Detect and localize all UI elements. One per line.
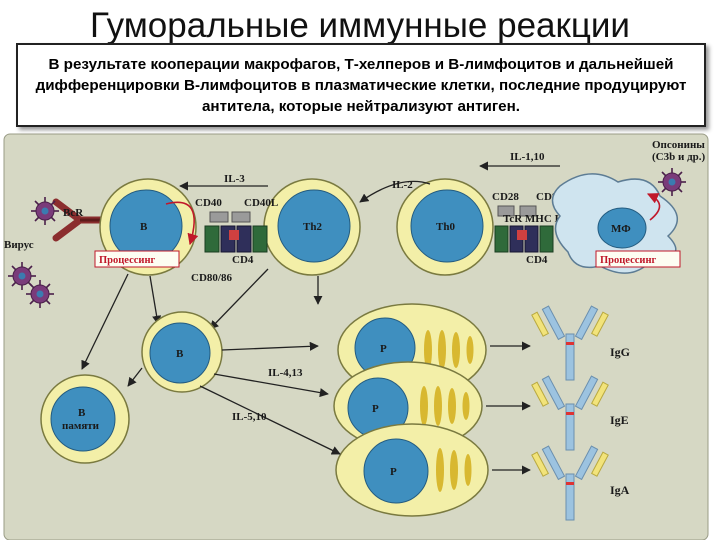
antibody-label: IgG xyxy=(610,345,630,359)
virus-icon xyxy=(25,279,55,309)
plasma-cell-2-label: P xyxy=(372,403,379,415)
il5-10-label: IL-5,10 xyxy=(232,411,267,423)
il2-label: IL-2 xyxy=(392,179,413,191)
macrophage-label: МФ xyxy=(611,223,631,235)
plasma-cell-3-label: P xyxy=(390,466,397,478)
virus-label: Вирус xyxy=(4,239,34,251)
il4-13-label: IL-4,13 xyxy=(268,367,303,379)
b-to-memory-arrow xyxy=(81,273,129,370)
to-plasma-arrow-2 xyxy=(213,373,329,398)
th2-cell xyxy=(263,178,361,276)
th0-cell xyxy=(396,178,494,276)
b-cell-second-label: B xyxy=(176,348,184,360)
b-cell-second xyxy=(141,311,223,393)
th0-cell-label: Th0 xyxy=(436,221,455,233)
cd80-86-left-label: CD80/86 xyxy=(191,272,232,284)
processing-arrow-right xyxy=(646,193,661,221)
cd40-label: CD40 xyxy=(195,197,222,209)
to-plasma-arrow-3 xyxy=(199,385,341,455)
processing-badge-left xyxy=(94,250,180,268)
b2-to-memory-arrow xyxy=(127,367,143,387)
cd4-right-label: CD4 xyxy=(526,254,548,266)
macrophage-nucleus xyxy=(597,207,647,249)
tcr-mhc-label: TcR MHC II xyxy=(503,213,563,225)
opsonins-label-1: Опсонины xyxy=(652,139,705,151)
processing-badge-right xyxy=(595,250,681,268)
to-plasma-arrow-1 xyxy=(221,341,319,351)
caption-box: В результате кооперации макрофагов, Т-хе… xyxy=(16,43,706,127)
il1-10-label: IL-1,10 xyxy=(510,151,545,163)
caption-text: В результате кооперации макрофагов, Т-хе… xyxy=(35,55,687,115)
plasma-cell-1-label: P xyxy=(380,343,387,355)
b-cell-main-label: B xyxy=(140,221,148,233)
th2-to-b2-arrow xyxy=(209,268,269,330)
plasma-cell-3 xyxy=(335,423,489,517)
tcr-mhc-complex xyxy=(494,205,554,253)
processing-label-left: Процессинг xyxy=(99,255,156,266)
virus-icon xyxy=(657,167,687,197)
page-title: Гуморальные иммунные реакции xyxy=(90,6,630,45)
cd40l-label: CD40L xyxy=(244,197,278,209)
il3-label: IL-3 xyxy=(224,173,245,185)
antibody-label: IgA xyxy=(610,483,630,497)
b-memory-cell xyxy=(40,374,130,464)
il2-arrow xyxy=(359,180,431,203)
cd4-left-label: CD4 xyxy=(232,254,254,266)
bcr-label: BcR xyxy=(63,207,84,219)
processing-label-right: Процессинг xyxy=(600,255,657,266)
b-memory-label-2: памяти xyxy=(62,420,100,432)
processing-arrow-left xyxy=(165,201,199,246)
th2-cell-label: Th2 xyxy=(303,221,322,233)
antibody-label: IgE xyxy=(610,413,629,427)
cd28-label: CD28 xyxy=(492,191,519,203)
immune-diagram: BcR Вирус B Процессинг Th2 CD40 CD40L CD… xyxy=(0,124,720,540)
opsonins-label-2: (C3b и др.) xyxy=(652,151,705,163)
cd40-complex xyxy=(204,211,268,253)
b-memory-label-1: B xyxy=(78,407,86,419)
b-to-b2-arrow xyxy=(149,275,162,325)
virus-icon xyxy=(30,196,60,226)
